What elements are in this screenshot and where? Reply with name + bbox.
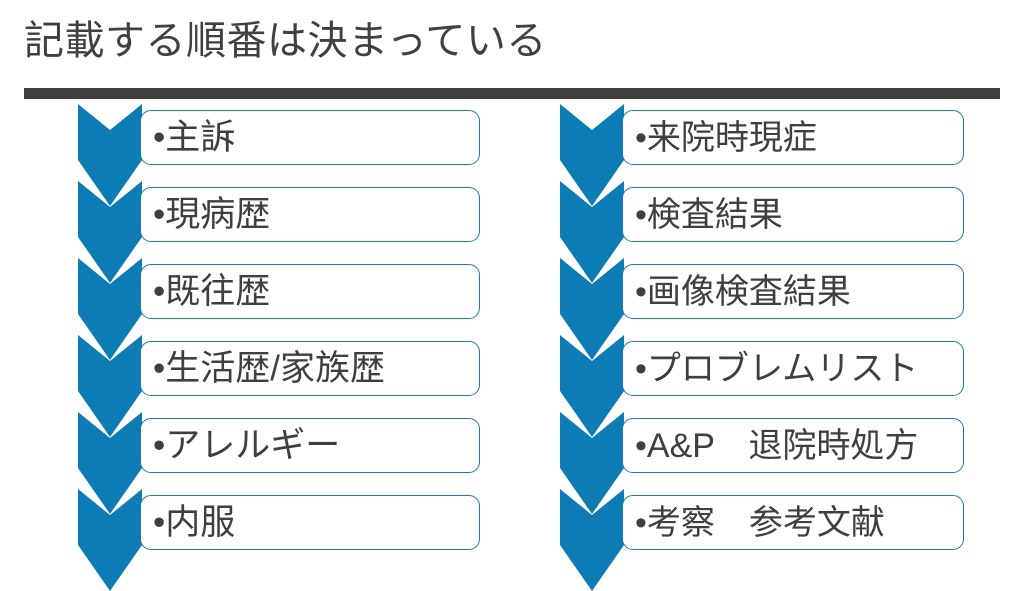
flow-step-label: •考察 参考文献	[635, 503, 885, 542]
flow-step-box[interactable]: •検査結果	[622, 187, 964, 242]
flow-step-label: •検査結果	[635, 195, 783, 234]
flow-step-box[interactable]: •来院時現症	[622, 110, 964, 165]
flow-step-box[interactable]: •現病歴	[140, 187, 480, 242]
flow-step-box[interactable]: •考察 参考文献	[622, 495, 964, 550]
chevron-down-icon	[78, 489, 142, 591]
chevron-down-icon	[78, 335, 142, 437]
flow-step-box[interactable]: •アレルギー	[140, 418, 480, 473]
flow-step-label: •既往歴	[153, 272, 271, 311]
right-flow-column: •来院時現症 •検査結果 •画像検査結果 •プロブレムリスト •A&P 退院時処方 •考察…	[560, 104, 964, 591]
flow-step[interactable]: •主訴	[78, 104, 480, 206]
flow-step[interactable]: •内服	[78, 489, 480, 591]
chevron-down-icon	[560, 412, 624, 514]
flow-step-label: •画像検査結果	[635, 272, 851, 311]
flow-step-label: •内服	[153, 503, 236, 542]
flow-step-label: •アレルギー	[153, 426, 341, 465]
flow-step[interactable]: •検査結果	[560, 181, 964, 283]
chevron-down-icon	[560, 335, 624, 437]
flow-step[interactable]: •アレルギー	[78, 412, 480, 514]
chevron-down-icon	[560, 335, 624, 437]
left-flow-column: •主訴 •現病歴 •既往歴 •生活歴/家族歴 •アレルギー •内服	[78, 104, 480, 591]
page-title: 記載する順番は決まっている	[24, 19, 547, 63]
flow-step-label: •A&P 退院時処方	[635, 426, 919, 465]
chevron-down-icon	[78, 335, 142, 437]
flow-step[interactable]: •画像検査結果	[560, 258, 964, 360]
flow-step-label: •プロブレムリスト	[635, 349, 919, 388]
flow-step[interactable]: •考察 参考文献	[560, 489, 964, 591]
chevron-down-icon	[560, 181, 624, 283]
flow-step[interactable]: •現病歴	[78, 181, 480, 283]
flow-step-label: •主訴	[153, 118, 236, 157]
chevron-down-icon	[78, 489, 142, 591]
chevron-down-icon	[78, 412, 142, 514]
flow-step[interactable]: •プロブレムリスト	[560, 335, 964, 437]
flow-step-box[interactable]: •生活歴/家族歴	[140, 341, 480, 396]
chevron-down-icon	[78, 181, 142, 283]
flow-step-box[interactable]: •画像検査結果	[622, 264, 964, 319]
chevron-down-icon	[560, 104, 624, 206]
chevron-down-icon	[560, 412, 624, 514]
flow-step-label: •来院時現症	[635, 118, 817, 157]
chevron-down-icon	[78, 104, 142, 206]
flow-step-box[interactable]: •内服	[140, 495, 480, 550]
chevron-down-icon	[560, 489, 624, 591]
flow-step-label: •生活歴/家族歴	[153, 349, 385, 388]
title-divider-rule	[24, 88, 1000, 99]
flow-step-box[interactable]: •プロブレムリスト	[622, 341, 964, 396]
flow-step-box[interactable]: •既往歴	[140, 264, 480, 319]
chevron-down-icon	[560, 104, 624, 206]
chevron-down-icon	[560, 258, 624, 360]
flow-step[interactable]: •A&P 退院時処方	[560, 412, 964, 514]
chevron-down-icon	[78, 104, 142, 206]
chevron-down-icon	[78, 258, 142, 360]
chevron-down-icon	[78, 412, 142, 514]
chevron-down-icon	[78, 181, 142, 283]
flow-step[interactable]: •既往歴	[78, 258, 480, 360]
chevron-down-icon	[560, 489, 624, 591]
flow-step-box[interactable]: •主訴	[140, 110, 480, 165]
flow-step-box[interactable]: •A&P 退院時処方	[622, 418, 964, 473]
chevron-down-icon	[560, 181, 624, 283]
chevron-down-icon	[78, 258, 142, 360]
flow-step-label: •現病歴	[153, 195, 271, 234]
chevron-down-icon	[560, 258, 624, 360]
flow-step[interactable]: •生活歴/家族歴	[78, 335, 480, 437]
flow-step[interactable]: •来院時現症	[560, 104, 964, 206]
